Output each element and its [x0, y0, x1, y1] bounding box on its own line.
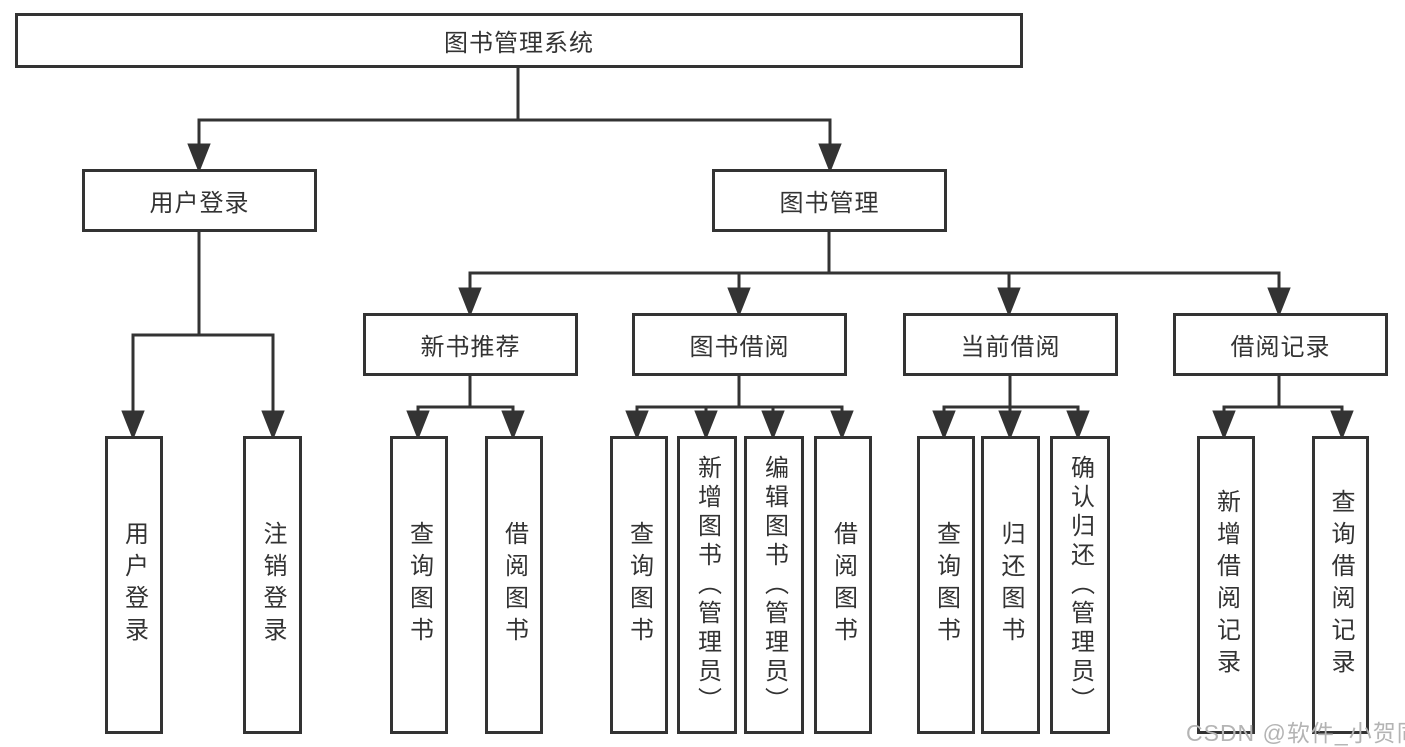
leaf-label: 用户登录 — [120, 521, 148, 649]
arrowhead-icon — [830, 410, 854, 441]
leaf-user-login: 用户登录 — [105, 436, 163, 734]
arrowhead-icon — [1212, 410, 1236, 441]
arrowhead-icon — [761, 410, 785, 441]
connector-book-management-to-level3 — [458, 232, 1291, 318]
leaf-label: 注销登录 — [259, 521, 286, 649]
leaf-query-borrow-record: 查询借阅记录 — [1312, 436, 1369, 734]
leaf-query-books-current: 查询图书 — [917, 436, 975, 734]
leaf-label: 查询图书 — [405, 521, 433, 649]
leaf-label: 归还图书 — [997, 521, 1024, 649]
node-new-book-recommend: 新书推荐 — [363, 313, 578, 376]
arrowhead-icon — [997, 287, 1021, 318]
node-current-borrow: 当前借阅 — [903, 313, 1118, 376]
leaf-label: 查询图书 — [625, 521, 653, 649]
connector-new-book-recommend-to-leaves — [406, 376, 525, 441]
arrowhead-icon — [1066, 410, 1090, 441]
csdn-watermark: CSDN @软件_小贺同学 — [1186, 720, 1405, 746]
connector-user-login-to-leaves — [121, 232, 285, 441]
node-borrow-record: 借阅记录 — [1173, 313, 1388, 376]
arrowhead-icon — [727, 287, 751, 318]
arrowhead-icon — [1330, 410, 1354, 441]
leaf-label: 新增借阅记录 — [1212, 489, 1240, 681]
arrowhead-icon — [1267, 287, 1291, 318]
leaf-logout: 注销登录 — [243, 436, 302, 734]
arrowhead-icon — [406, 410, 430, 441]
arrowhead-icon — [121, 410, 145, 441]
connector-current-borrow-to-leaves — [932, 376, 1090, 441]
leaf-edit-books-admin: 编辑图书（管理员） — [744, 436, 804, 734]
node-user-login: 用户登录 — [82, 169, 317, 232]
leaf-confirm-return-admin: 确认归还（管理员） — [1050, 436, 1110, 734]
connector-root-to-level2 — [187, 68, 842, 174]
leaf-return-books: 归还图书 — [981, 436, 1040, 734]
leaf-label: 编辑图书（管理员） — [760, 454, 788, 716]
node-library-management-system: 图书管理系统 — [15, 13, 1023, 68]
node-book-management: 图书管理 — [712, 169, 947, 232]
arrowhead-icon — [932, 410, 956, 441]
leaf-label: 查询图书 — [932, 521, 960, 649]
connector-book-borrow-to-leaves — [625, 376, 854, 441]
leaf-label: 新增图书（管理员） — [693, 454, 721, 716]
arrowhead-icon — [625, 410, 649, 441]
leaf-label: 借阅图书 — [500, 521, 528, 649]
arrowhead-icon — [458, 287, 482, 318]
connector-borrow-record-to-leaves — [1212, 376, 1354, 441]
arrowhead-icon — [818, 143, 842, 174]
arrowhead-icon — [501, 410, 525, 441]
leaf-query-books-recommend: 查询图书 — [390, 436, 448, 734]
leaf-add-borrow-record: 新增借阅记录 — [1197, 436, 1255, 734]
leaf-add-books-admin: 新增图书（管理员） — [677, 436, 737, 734]
arrowhead-icon — [998, 410, 1022, 441]
leaf-label: 确认归还（管理员） — [1066, 454, 1094, 716]
node-book-borrow: 图书借阅 — [632, 313, 847, 376]
leaf-query-books-borrow: 查询图书 — [610, 436, 668, 734]
leaf-label: 借阅图书 — [829, 521, 857, 649]
arrowhead-icon — [187, 143, 211, 174]
leaf-borrow-books: 借阅图书 — [814, 436, 872, 734]
arrowhead-icon — [694, 410, 718, 441]
arrowhead-icon — [261, 410, 285, 441]
leaf-label: 查询借阅记录 — [1327, 489, 1354, 681]
leaf-borrow-books-recommend: 借阅图书 — [485, 436, 543, 734]
